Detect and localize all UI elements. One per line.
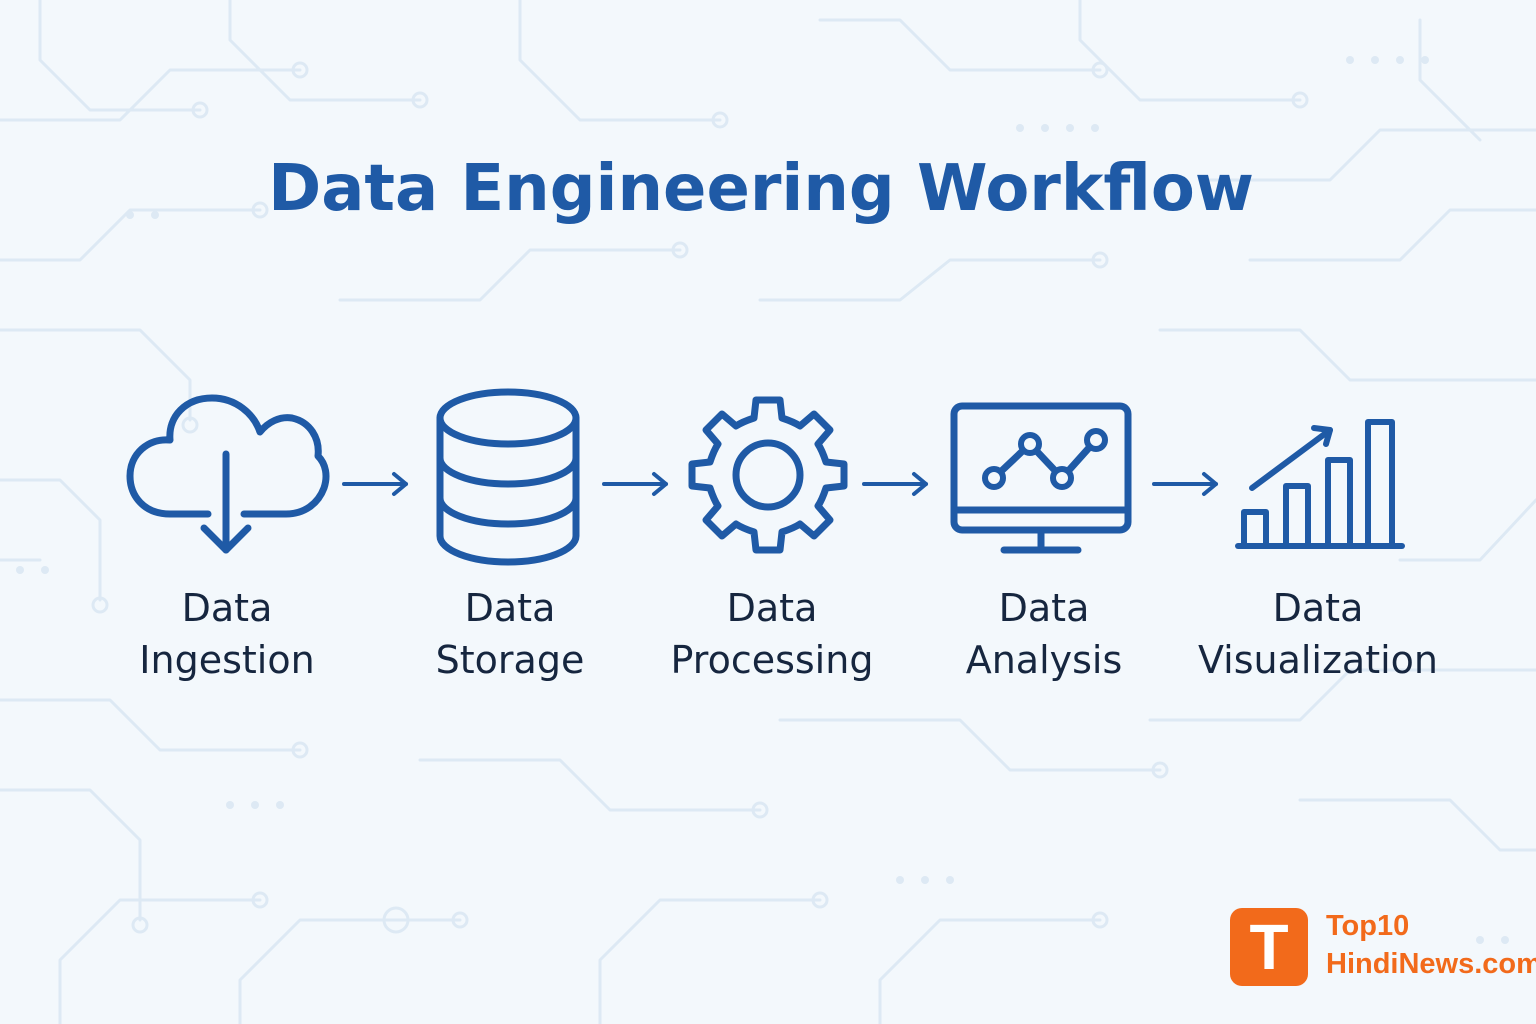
step-label-line: Analysis xyxy=(965,638,1123,682)
step-label-line: Data xyxy=(998,586,1090,630)
step-label-processing: Data Processing xyxy=(640,582,904,686)
step-label-line: Data xyxy=(464,586,556,630)
step-label-line: Ingestion xyxy=(139,638,315,682)
gear-icon xyxy=(688,396,848,554)
step-label-line: Data xyxy=(1272,586,1364,630)
diagram-title: Data Engineering Workflow xyxy=(268,152,1254,226)
step-label-line: Data xyxy=(726,586,818,630)
brand-watermark: T Top10 HindiNews.com xyxy=(1230,906,1536,990)
step-label-line: Processing xyxy=(670,638,874,682)
brand-name-line1: Top10 xyxy=(1326,910,1410,942)
step-label-visualization: Data Visualization xyxy=(1170,582,1466,686)
arrow-right-icon xyxy=(1152,472,1218,496)
step-label-storage: Data Storage xyxy=(400,582,620,686)
brand-logo-letter: T xyxy=(1249,911,1289,983)
step-label-line: Storage xyxy=(435,638,585,682)
cloud-download-icon xyxy=(126,394,330,554)
step-label-line: Visualization xyxy=(1197,638,1439,682)
arrow-right-icon xyxy=(862,472,928,496)
monitor-line-chart-icon xyxy=(950,402,1132,554)
arrow-right-icon xyxy=(602,472,668,496)
arrow-right-icon xyxy=(342,472,408,496)
step-label-analysis: Data Analysis xyxy=(930,582,1158,686)
step-label-line: Data xyxy=(181,586,273,630)
step-label-ingestion: Data Ingestion xyxy=(110,582,344,686)
bar-chart-trend-icon xyxy=(1235,419,1405,549)
brand-name-line2: HindiNews.com xyxy=(1326,948,1536,980)
brand-logo-icon: T xyxy=(1230,908,1308,986)
database-icon xyxy=(436,388,580,566)
